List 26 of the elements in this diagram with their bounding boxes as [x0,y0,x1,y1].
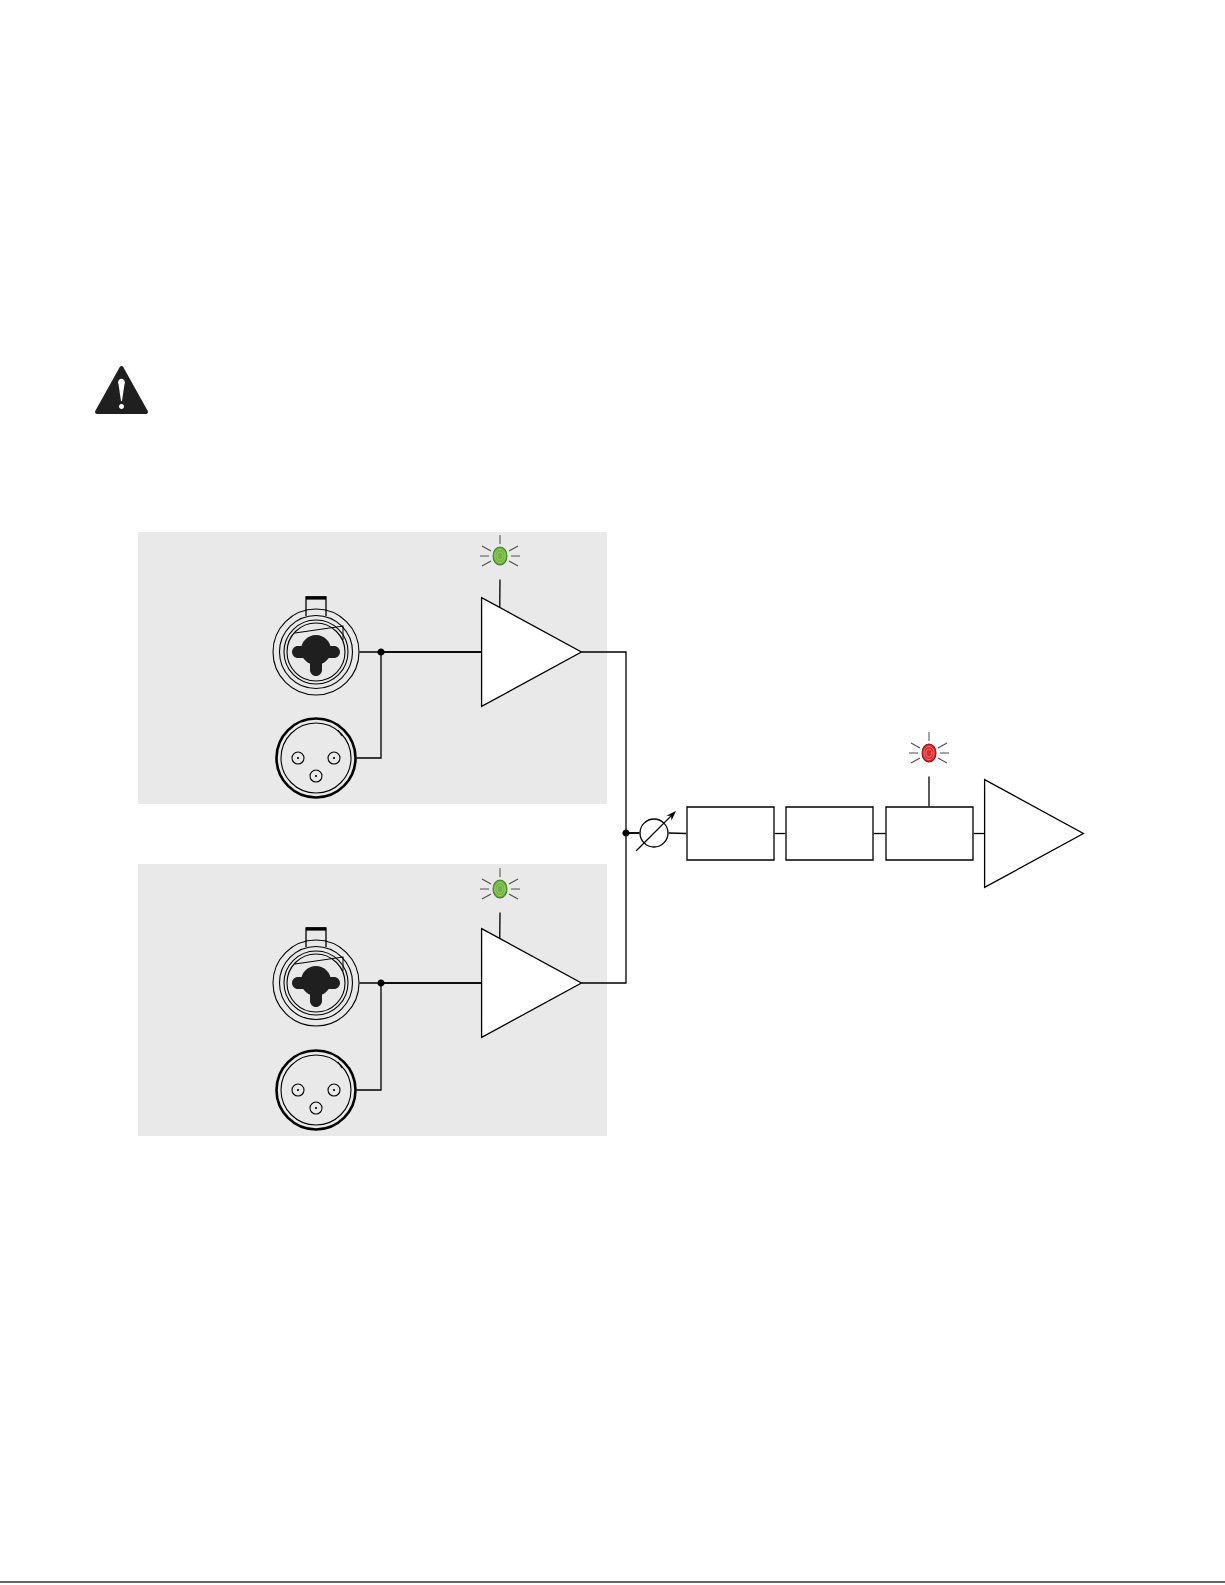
block-box [785,806,874,861]
amplifier-triangle [480,927,583,1039]
xlr-connector [275,717,357,799]
meter-symbol [635,811,676,852]
signal-line [580,832,640,984]
block-box [686,806,775,861]
signal-line [499,578,501,609]
amplifier-triangle [480,596,583,708]
signal-line [499,911,501,940]
amplifier-triangle [983,778,1085,889]
signal-line [355,982,483,1091]
led-indicator [479,534,521,567]
led-indicator [908,731,950,764]
combo-jack [272,927,360,1027]
signal-line [873,832,886,835]
signal-line [668,832,687,835]
combo-jack [272,596,360,696]
block-box [885,806,974,861]
signal-line [928,775,930,807]
signal-line [973,832,986,835]
signal-line [355,651,483,759]
channel-panel [138,864,607,1136]
led-indicator [479,867,521,900]
channel-panel [138,532,607,804]
signal-line [774,832,786,835]
xlr-connector [275,1049,357,1131]
